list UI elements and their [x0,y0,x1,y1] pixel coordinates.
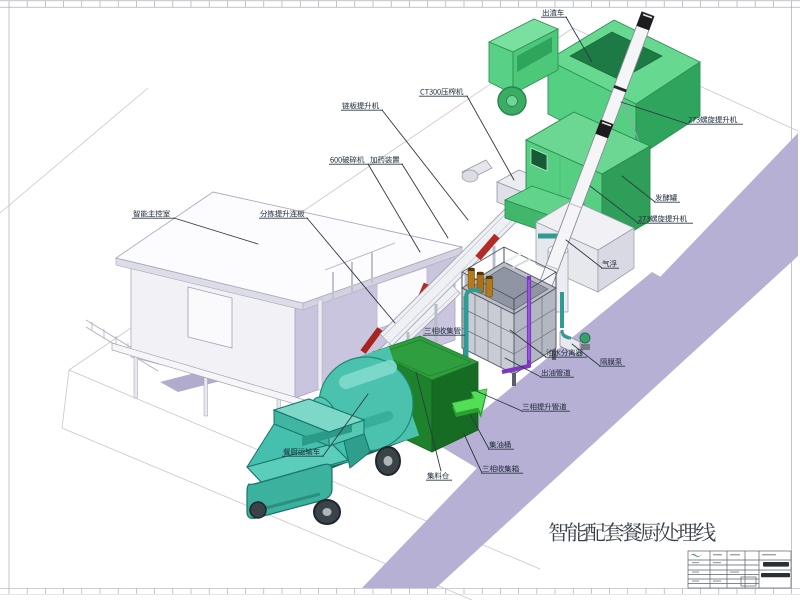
callout-screw-elevator-273-upper-leader [620,101,689,125]
callout-diaphragm-pump-label: 隔膜泵 [600,357,623,368]
callout-three-phase-lifting-pipe-leader [473,389,523,412]
callout-dosing-device-leader [401,163,449,239]
callout-screw-elevator-273-lower: 273螺旋提升机 [589,185,693,225]
callout-sorting-lift-plate: 分拣提升连板 [259,209,396,324]
callout-main-control-room-leader [173,217,259,245]
callout-air-flotation-label: 气浮 [602,259,617,270]
callout-chain-plate-elevator-label: 链板提升机 [342,101,380,112]
title-block-company-text [761,562,790,578]
callout-crusher-600: 600破碎机 [329,155,421,253]
frame-top-ruler [0,0,800,8]
house-corner-post [317,299,323,391]
separator-internals [504,251,531,269]
callout-screw-elevator-273-lower-label: 273螺旋提升机 [638,214,688,225]
callout-fermentation-tank-leader [621,175,656,203]
callout-kitchen-waste-transport-truck: 餐厨运输车 [282,393,369,458]
callout-oil-collection-barrel-leader [469,413,490,450]
truck-cab [245,398,371,519]
callout-kitchen-waste-transport-truck-label: 餐厨运输车 [283,447,321,458]
callout-sorting-lift-plate-label: 分拣提升连板 [260,209,305,220]
callout-dosing-device-label: 加药装置 [370,155,400,166]
callout-three-phase-collection-pipe-label: 三相收集管 [424,326,462,337]
callout-slag-discharge-truck-leader [565,16,593,63]
callout-main-control-room-label: 智能主控室 [133,209,171,220]
house-roof [114,191,464,304]
callout-three-phase-collection-box: 三相收集箱 [463,433,523,475]
frame-bottom-ruler [0,588,800,595]
transport-truck [245,398,401,525]
callout-kitchen-waste-transport-truck-leader [322,393,369,457]
callout-oil-outlet-pipe: 出油管道 [504,357,574,379]
callout-chain-plate-elevator: 链板提升机 [341,101,469,221]
callout-oil-water-separator-label: 油水分离器 [546,348,584,359]
callout-three-phase-lifting-pipe-label: 三相提升管道 [522,402,567,413]
conveyor-red-belt [360,327,383,354]
callout-material-collection-hopper: 集料仓 [415,371,452,482]
callout-air-flotation: 气浮 [565,239,619,270]
diaphragm-pump-unit [559,329,591,357]
callout-fermentation-tank-label: 发酵罐 [655,193,678,204]
title-block-stamp [690,553,703,557]
callout-screw-elevator-273-upper-label: 273螺旋提升机 [688,115,738,126]
oil-barrels [467,267,493,298]
truck-cab-roof [272,398,366,433]
callout-fermentation-tank: 发酵罐 [621,175,680,204]
callout-sorting-lift-plate-leader [306,217,396,324]
callout-ct300-press: CT300压榨机 [419,87,515,181]
callout-labels: 智能主控室 分拣提升连板 链板提升机 CT300压榨机 600破碎机 [132,8,743,482]
three-phase-pipe-elbow [464,287,482,299]
callout-material-collection-hopper-label: 集料仓 [427,471,450,482]
callout-screw-elevator-273-lower-leader [589,185,639,224]
frame-borders [8,7,792,588]
callout-slag-discharge-truck: 出渣车 [541,8,593,63]
flow-arrow-lime [451,388,488,418]
slag-truck-bed-opening [569,31,663,81]
callout-screw-elevator-273-upper: 273螺旋提升机 [620,101,743,126]
truck-nose [246,463,333,519]
callout-chain-plate-elevator-leader [381,109,469,221]
slag-truck-windshield [517,37,552,72]
callout-three-phase-lifting-pipe: 三相提升管道 [473,389,570,413]
truck-hood [245,443,350,485]
title-block-fine-print [692,554,776,582]
callout-oil-water-separator: 油水分离器 [509,329,587,359]
callout-ct300-press-label: CT300压榨机 [420,87,464,98]
callout-oil-collection-barrel-label: 集油桶 [489,440,511,451]
callout-main-control-room: 智能主控室 [132,209,259,245]
callout-oil-water-separator-leader [509,329,547,358]
callout-three-phase-collection-pipe: 三相收集管 [423,326,465,337]
callout-air-flotation-leader [565,239,603,269]
callout-slag-discharge-truck-label: 出渣车 [542,8,565,19]
callout-three-phase-collection-box-label: 三相收集箱 [482,464,520,475]
callout-ct300-press-leader [466,95,515,181]
house-door [187,286,233,349]
fermentation-tank-window [530,147,548,172]
callout-oil-outlet-pipe-label: 出油管道 [541,368,571,379]
callout-dosing-device: 加药装置 [369,155,449,239]
truck-front-wheel [249,501,267,519]
callout-crusher-600-label: 600破碎机 [330,155,365,166]
drawing-title: 智能配套餐厨处理线 [548,517,716,547]
separator-tank [460,246,558,386]
callout-crusher-600-leader [367,163,421,253]
separator-cage-frame [461,246,557,314]
chain-plate-conveyor [379,194,532,366]
callout-oil-outlet-pipe-leader [504,357,542,378]
conveyor-red-belt [475,233,500,261]
callout-oil-collection-barrel: 集油桶 [469,413,514,451]
callout-diaphragm-pump-leader [571,343,601,367]
title-block [687,550,792,589]
callout-diaphragm-pump: 隔膜泵 [571,343,625,368]
callout-material-collection-hopper-leader [415,371,442,472]
callout-three-phase-collection-box-leader [463,433,483,474]
support-frame [324,242,396,300]
